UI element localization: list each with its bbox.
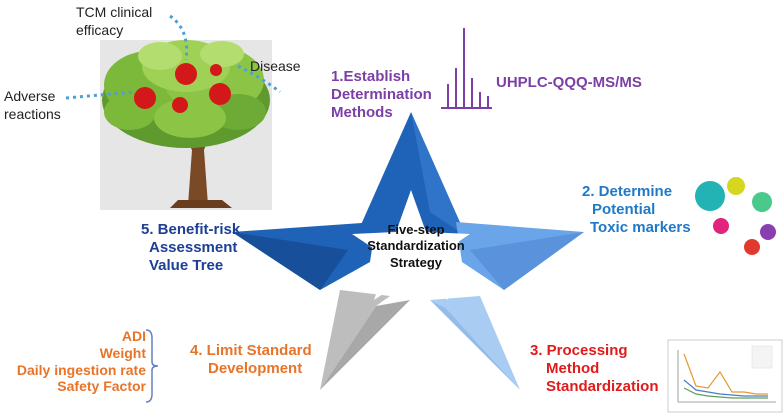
center-line1: Five-step xyxy=(387,222,445,237)
center-line3: Strategy xyxy=(389,254,443,270)
star-center xyxy=(352,190,470,300)
step4-line1: 4. Limit Standard xyxy=(190,342,312,359)
step3-label: 3. Processing Method Standardization xyxy=(530,342,659,396)
method-label: UHPLC-QQQ-MS/MS xyxy=(496,74,642,91)
step3-line3: Standardization xyxy=(546,378,659,395)
step1-line1: 1.Establish xyxy=(331,68,411,85)
step1-line3: Methods xyxy=(331,104,393,121)
factors-list: ADI Weight Daily ingestion rate Safety F… xyxy=(8,328,146,395)
tcm-clinical-efficacy-label: TCM clinical efficacy xyxy=(76,4,152,39)
step5-line3: Value Tree xyxy=(149,257,224,274)
step5-label: 5. Benefit-risk Assessment Value Tree xyxy=(141,221,240,275)
step2-line2: Potential xyxy=(592,201,656,218)
tcm-line2: efficacy xyxy=(76,21,124,38)
step4-label: 4. Limit Standard Development xyxy=(190,342,312,378)
star-arm-bottom-right xyxy=(430,296,520,390)
five-step-star xyxy=(232,112,584,390)
tree-icon xyxy=(100,40,272,210)
step1-line2: Determination xyxy=(331,86,432,103)
mass-spectrum-icon xyxy=(441,28,492,109)
factor-daily-ingestion-rate: Daily ingestion rate xyxy=(16,361,146,378)
star-arm-bottom-left xyxy=(320,290,390,390)
factors-bracket xyxy=(145,329,159,403)
connector-efficacy xyxy=(169,14,189,61)
factor-weight: Weight xyxy=(99,344,146,361)
line-chart-thumbnail-icon xyxy=(667,339,783,413)
tcm-line1: TCM clinical xyxy=(76,4,153,20)
connector-adverse xyxy=(65,90,135,100)
factor-adi: ADI xyxy=(121,328,146,344)
center-line2: Standardization xyxy=(367,238,465,254)
molecule-bubbles-icon xyxy=(695,177,776,255)
step2-line1: 2. Determine xyxy=(582,183,673,200)
adverse-line2: reactions xyxy=(4,105,61,122)
step5-line1: 5. Benefit-risk xyxy=(141,221,241,238)
adverse-line1: Adverse xyxy=(4,88,56,104)
step3-line1: 3. Processing xyxy=(530,342,628,359)
step2-label: 2. Determine Potential Toxic markers xyxy=(582,183,691,237)
step5-line2: Assessment xyxy=(149,239,238,256)
step1-label: 1.Establish Determination Methods xyxy=(331,68,432,122)
step3-line2: Method xyxy=(546,360,600,377)
disease-label: Disease xyxy=(250,58,301,74)
step2-line3: Toxic markers xyxy=(590,219,691,236)
adverse-reactions-label: Adverse reactions xyxy=(4,88,61,123)
step4-line2: Development xyxy=(208,360,303,377)
star-center-label: Five-step Standardization Strategy xyxy=(356,222,476,271)
factor-safety-factor: Safety Factor xyxy=(57,378,146,395)
